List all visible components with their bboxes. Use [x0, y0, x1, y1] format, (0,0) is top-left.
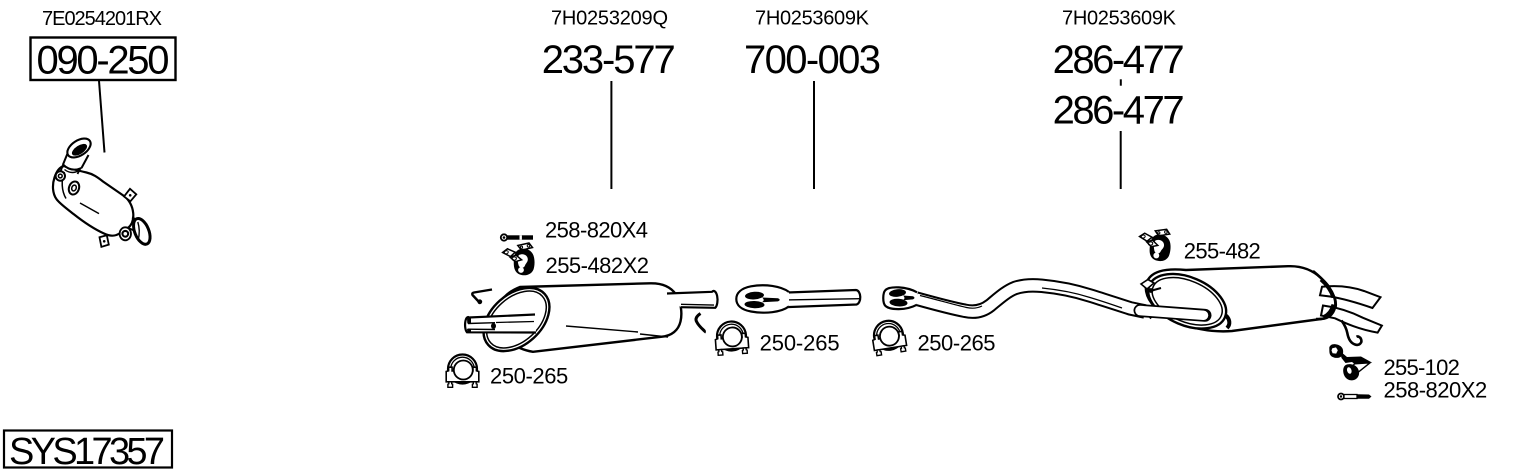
- svg-text:250-265: 250-265: [918, 330, 996, 355]
- svg-text:258-820X4: 258-820X4: [545, 218, 648, 243]
- svg-text:7E0254201RX: 7E0254201RX: [42, 8, 162, 30]
- svg-text:7H0253209Q: 7H0253209Q: [551, 8, 668, 30]
- svg-text:233-577: 233-577: [542, 38, 676, 82]
- svg-text:286-477: 286-477: [1053, 38, 1185, 82]
- svg-text:7H0253609K: 7H0253609K: [755, 8, 870, 30]
- svg-text:255-482X2: 255-482X2: [546, 253, 650, 278]
- svg-text:258-820X2: 258-820X2: [1384, 378, 1488, 403]
- svg-text:090-250: 090-250: [37, 39, 170, 83]
- svg-text:SYS17357: SYS17357: [9, 431, 165, 473]
- svg-text:7H0253609K: 7H0253609K: [1062, 8, 1177, 30]
- svg-text:255-102: 255-102: [1384, 355, 1460, 380]
- svg-text:255-482: 255-482: [1184, 238, 1261, 263]
- svg-text:286-477: 286-477: [1053, 89, 1185, 133]
- svg-text:250-265: 250-265: [490, 363, 568, 388]
- svg-text:700-003: 700-003: [744, 38, 881, 82]
- svg-text:250-265: 250-265: [760, 330, 840, 355]
